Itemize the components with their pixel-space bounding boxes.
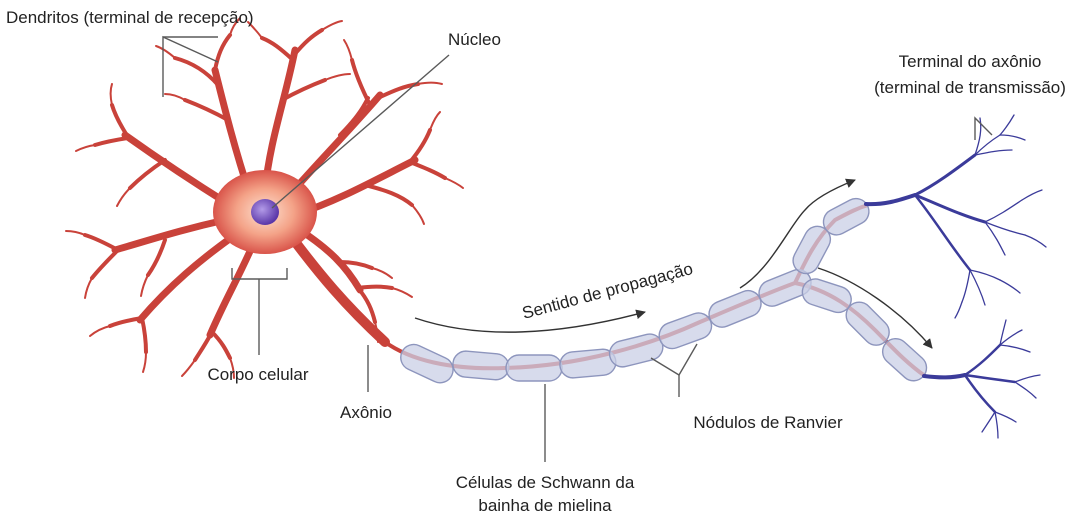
label-axon-terminal-line2: (terminal de transmissão) bbox=[874, 78, 1066, 97]
label-dendrites: Dendritos (terminal de recepção) bbox=[6, 8, 254, 27]
schwann-cell bbox=[799, 276, 855, 316]
schwann-cell bbox=[559, 348, 617, 379]
label-cell-body: Corpo celular bbox=[207, 365, 308, 384]
label-axon: Axônio bbox=[340, 403, 392, 422]
schwann-cell bbox=[607, 331, 666, 369]
myelin-sheath bbox=[397, 194, 932, 387]
schwann-cell bbox=[452, 350, 510, 381]
schwann-cell bbox=[506, 355, 562, 381]
schwann-cell bbox=[656, 309, 716, 352]
label-nodes: Nódulos de Ranvier bbox=[693, 413, 843, 432]
nucleus bbox=[251, 199, 279, 225]
label-schwann-line1: Células de Schwann da bbox=[456, 473, 635, 492]
label-schwann-line2: bainha de mielina bbox=[478, 496, 612, 515]
axon-terminal-lower bbox=[924, 320, 1040, 438]
cell-body bbox=[213, 170, 385, 342]
label-axon-terminal-line1: Terminal do axônio bbox=[899, 52, 1042, 71]
label-nucleus: Núcleo bbox=[448, 30, 501, 49]
axon-terminal-upper bbox=[866, 115, 1046, 318]
schwann-cell bbox=[705, 287, 765, 331]
schwann-cell bbox=[397, 340, 458, 387]
label-propagation: Sentido de propagação bbox=[520, 259, 695, 323]
